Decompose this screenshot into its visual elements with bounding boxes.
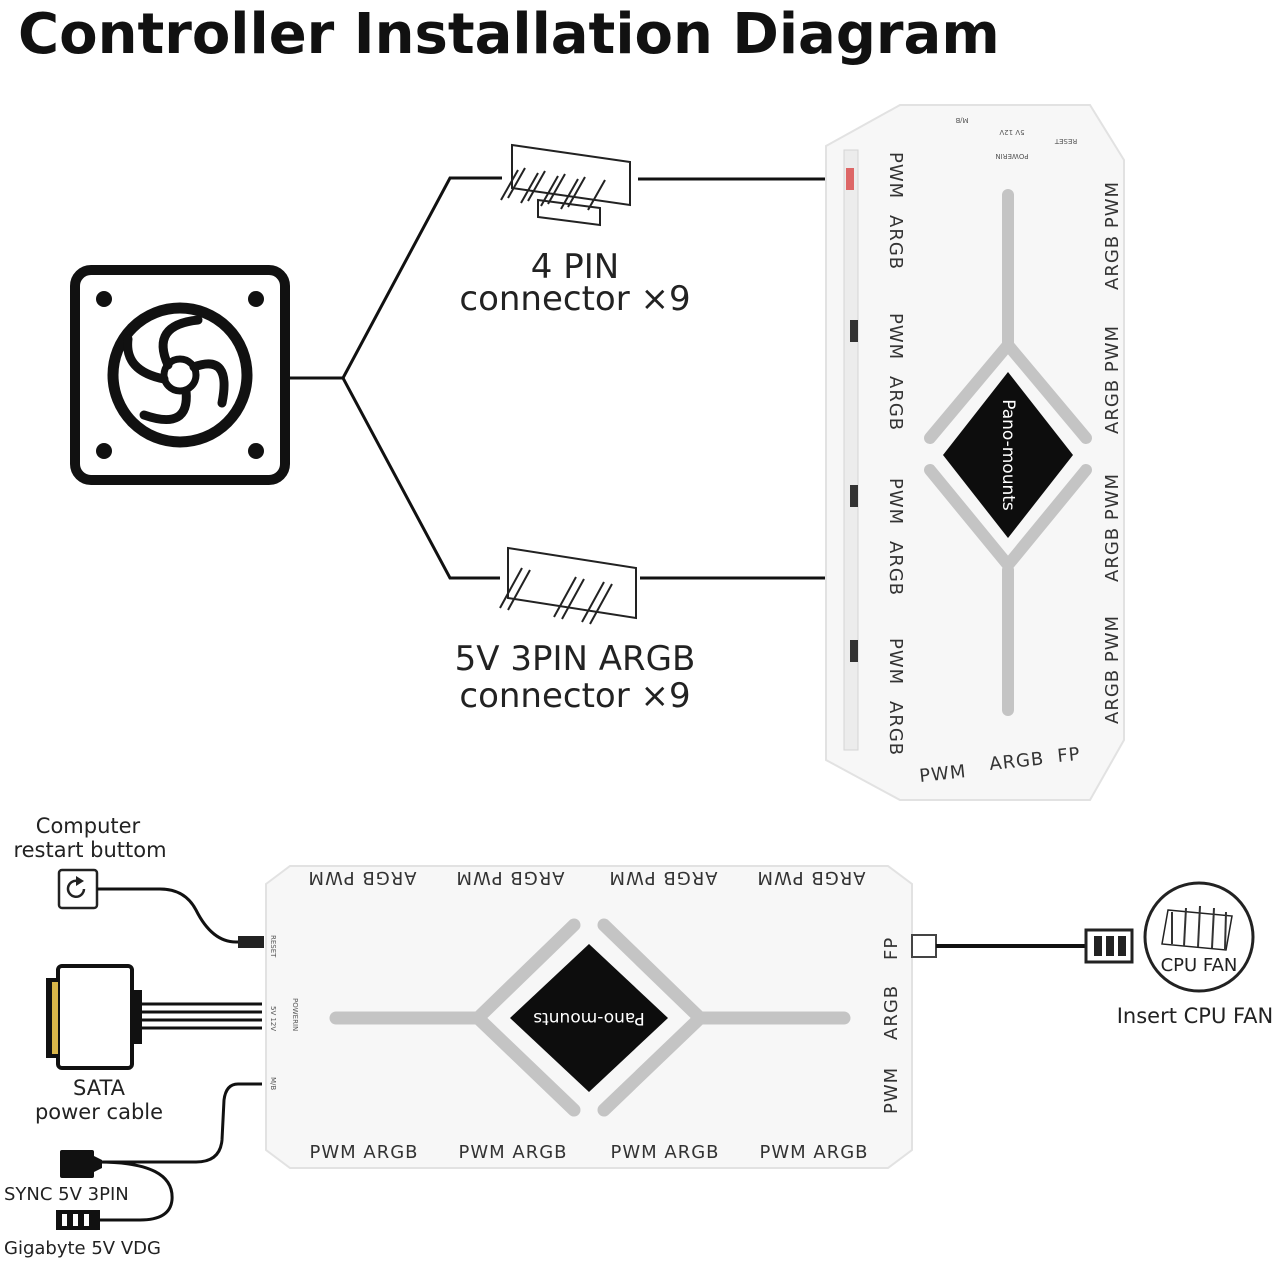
top-hub-right-ports: ARGB PWM ARGB PWM ARGB PWM ARGB PWM [1102, 181, 1123, 724]
bottom-hub-bottom-port-2: PWM ARGB [458, 1142, 567, 1163]
fp-cable [911, 928, 1134, 964]
bottom-hub-top-port-2: ARGB PWM [455, 867, 564, 888]
bottom-hub-bottom-port-4: PWM ARGB [759, 1142, 868, 1163]
argb-label-line1: 5V 3PIN ARGB [455, 639, 696, 679]
top-hub-port-3-pwm: PWM [885, 478, 906, 525]
restart-cable [97, 887, 240, 944]
sync-3pin-plug-icon [60, 1150, 102, 1178]
sata-power-connector-icon [46, 964, 262, 1070]
bottom-hub-power-label: 5V 12V [269, 1006, 277, 1031]
diagram-title: Controller Installation Diagram [18, 2, 1000, 67]
bottom-hub-top-port-3: ARGB PWM [608, 867, 717, 888]
fan-wires [289, 176, 836, 580]
gigabyte-label: Gigabyte 5V VDG [4, 1238, 161, 1259]
cpu-fan-header-icon [1143, 881, 1255, 993]
top-hub: Pano-mounts [825, 104, 1125, 801]
top-hub-bottom-pwm: PWM [918, 761, 967, 787]
sata-label-line2: power cable [35, 1100, 163, 1124]
top-hub-right-port-1: ARGB PWM [1102, 181, 1123, 290]
insert-cpu-fan-label: Insert CPU FAN [1117, 1004, 1274, 1028]
top-hub-powerin-label: POWERIN [995, 152, 1028, 160]
gigabyte-vdg-plug-icon [56, 1210, 100, 1230]
bottom-hub-mb-label: M/B [269, 1077, 277, 1090]
4pin-connector-icon [500, 143, 631, 227]
bottom-hub-top-ports: ARGB PWM ARGB PWM ARGB PWM ARGB PWM [307, 867, 865, 888]
bottom-hub-top-port-4: ARGB PWM [756, 867, 865, 888]
bottom-hub-fp-label: FP [881, 937, 902, 960]
4pin-label-line2: connector ×9 [459, 279, 690, 319]
bottom-hub-bottom-port-3: PWM ARGB [610, 1142, 719, 1163]
top-hub-port-3-argb: ARGB [885, 541, 906, 596]
top-hub-port-1-pwm: PWM [885, 152, 906, 199]
bottom-hub: Pano-mounts [265, 865, 913, 1169]
bottom-hub-powerin-label: POWERIN [291, 998, 299, 1031]
top-hub-port-2-argb: ARGB [885, 376, 906, 431]
4pin-label-line1: 4 PIN [531, 247, 619, 287]
restart-label-line1: Computer [36, 814, 141, 838]
top-hub-bottom-fp: FP [1056, 744, 1081, 767]
top-hub-port-4-argb: ARGB [885, 701, 906, 756]
bottom-hub-bottom-ports: PWM ARGB PWM ARGB PWM ARGB PWM ARGB [309, 1142, 868, 1163]
top-hub-port-4-pwm: PWM [885, 638, 906, 685]
top-hub-right-port-4: ARGB PWM [1102, 615, 1123, 724]
bottom-hub-bottom-port-1: PWM ARGB [309, 1142, 418, 1163]
bottom-hub-logo: Pano-mounts [533, 1008, 645, 1028]
top-hub-port-1-argb: ARGB [885, 215, 906, 270]
bottom-hub-argb-label: ARGB [881, 985, 902, 1040]
restart-button-icon [57, 868, 99, 910]
fan-icon [70, 265, 290, 485]
argb-label-line2: connector ×9 [459, 676, 690, 716]
bottom-hub-pwm-label: PWM [881, 1067, 902, 1114]
top-hub-mb-label: M/B [955, 116, 968, 124]
sata-label-line1: SATA [73, 1076, 126, 1100]
top-hub-right-port-3: ARGB PWM [1102, 473, 1123, 582]
sync-label: SYNC 5V 3PIN [4, 1184, 129, 1205]
restart-label-line2: restart buttom [13, 838, 166, 862]
top-hub-power-label: 5V 12V [999, 128, 1024, 136]
cpu-fan-label: CPU FAN [1161, 955, 1238, 976]
bottom-hub-top-port-1: ARGB PWM [307, 867, 416, 888]
reset-plug [238, 936, 264, 948]
top-hub-right-port-2: ARGB PWM [1102, 325, 1123, 434]
bottom-hub-reset-label: RESET [269, 935, 277, 958]
top-hub-logo: Pano-mounts [998, 399, 1018, 511]
top-hub-left-ports: PWM ARGB PWM ARGB PWM ARGB PWM ARGB [885, 152, 906, 756]
mb-sync-cable [98, 1082, 262, 1164]
top-hub-port-2-pwm: PWM [885, 313, 906, 360]
mb-sync-cable-branch [97, 1160, 174, 1222]
3pin-argb-connector-icon [499, 546, 637, 625]
top-hub-reset-label: RESET [1054, 137, 1077, 145]
